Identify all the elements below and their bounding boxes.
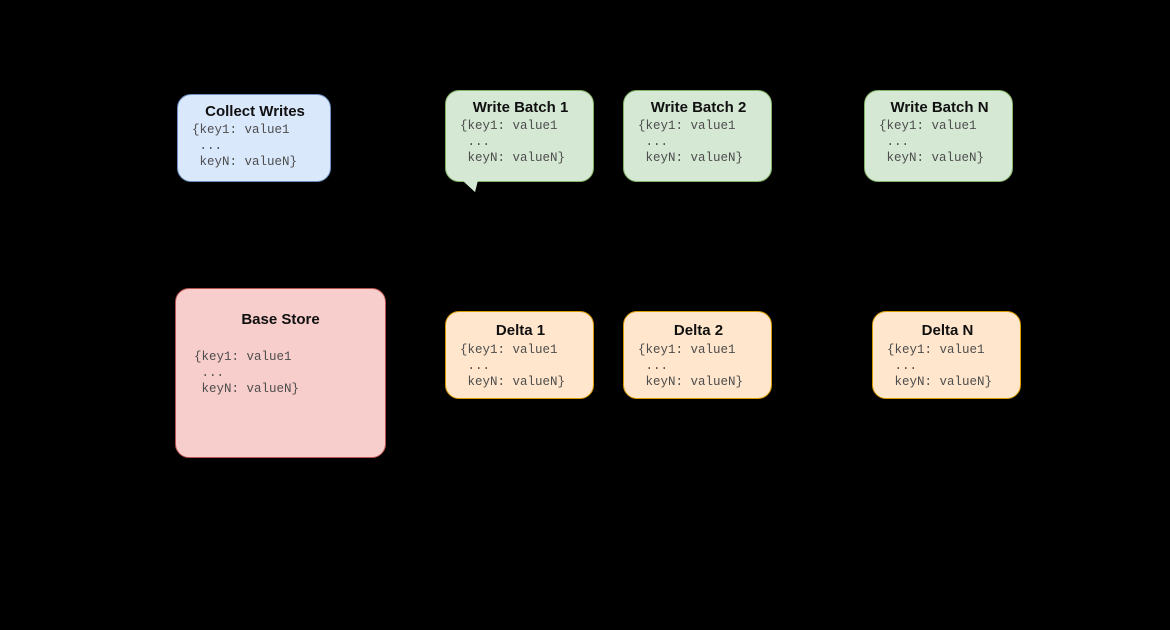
node-write-batch-2[interactable]: Write Batch 2 {key1: value1 ... keyN: va… [623,90,772,182]
node-title: Write Batch 1 [472,99,569,116]
node-title: Collect Writes [205,103,305,120]
node-write-batch-n[interactable]: Write Batch N {key1: value1 ... keyN: va… [864,90,1013,182]
node-delta-2[interactable]: Delta 2 {key1: value1 ... keyN: valueN} [623,311,772,399]
node-title: Delta 2 [673,322,724,339]
node-body: {key1: value1 ... keyN: valueN} [460,343,566,389]
node-title: Delta N [921,322,974,339]
node-delta-n[interactable]: Delta N {key1: value1 ... keyN: valueN} [872,311,1021,399]
node-title: Delta 1 [495,322,546,339]
node-base-store[interactable]: Base Store {key1: value1 ... keyN: value… [175,288,386,458]
node-body: {key1: value1 ... keyN: valueN} [887,343,993,389]
node-body: {key1: value1 ... keyN: valueN} [460,119,566,165]
node-body: {key1: value1 ... keyN: valueN} [638,119,744,165]
node-title: Base Store [241,311,320,328]
node-title: Write Batch N [890,99,989,116]
node-body: {key1: value1 ... keyN: valueN} [192,123,298,169]
node-body: {key1: value1 ... keyN: valueN} [638,343,744,389]
callout-tail-icon [462,180,478,192]
node-title: Write Batch 2 [650,99,747,116]
node-collect-writes[interactable]: Collect Writes {key1: value1 ... keyN: v… [177,94,331,182]
node-body: {key1: value1 ... keyN: valueN} [879,119,985,165]
node-write-batch-1[interactable]: Write Batch 1 {key1: value1 ... keyN: va… [445,90,594,192]
node-body: {key1: value1 ... keyN: valueN} [194,350,300,396]
node-delta-1[interactable]: Delta 1 {key1: value1 ... keyN: valueN} [445,311,594,399]
